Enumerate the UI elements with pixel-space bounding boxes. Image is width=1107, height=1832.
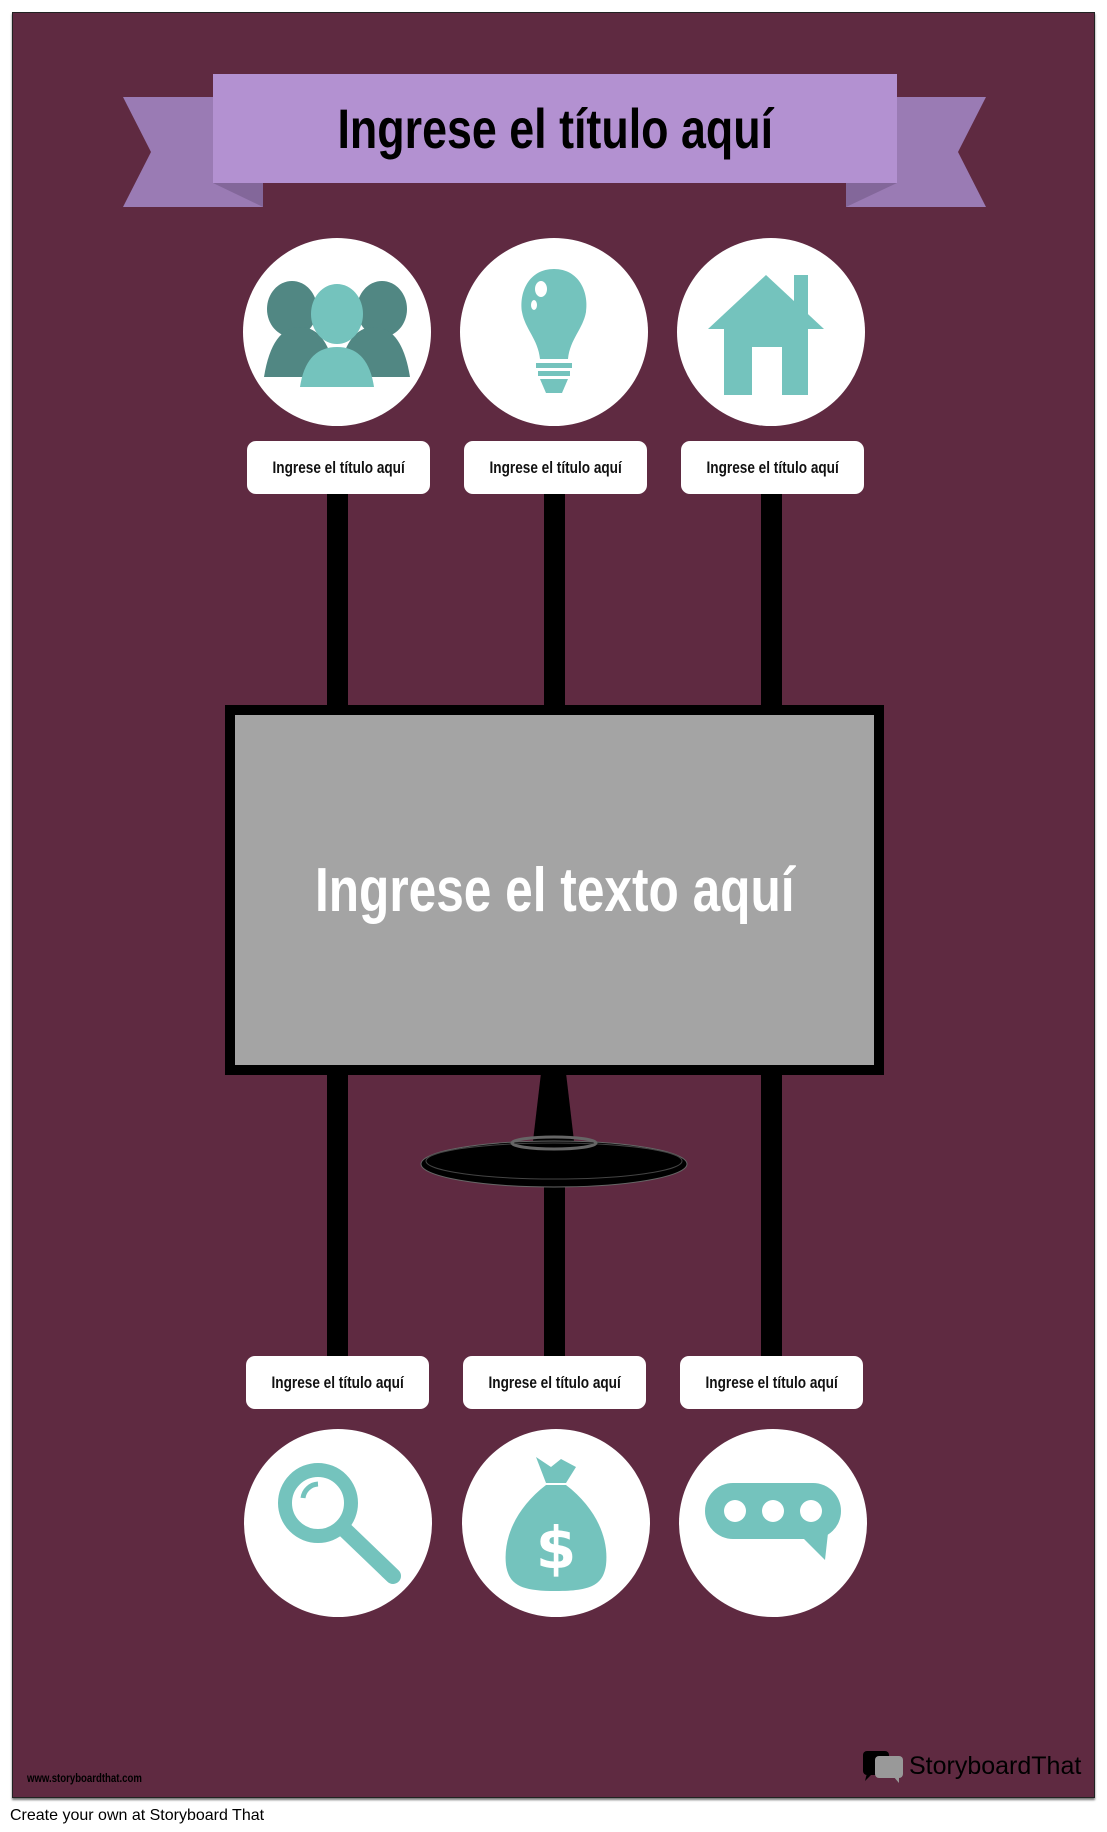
connector-bar bbox=[544, 1163, 565, 1367]
bottom-label-2[interactable]: Ingrese el título aquí bbox=[463, 1356, 646, 1409]
monitor-stand bbox=[420, 1073, 688, 1188]
label-text: Ingrese el título aquí bbox=[705, 1372, 838, 1392]
house-icon-circle bbox=[677, 238, 865, 426]
bottom-label-1[interactable]: Ingrese el título aquí bbox=[246, 1356, 429, 1409]
label-text: Ingrese el título aquí bbox=[271, 1372, 404, 1392]
lightbulb-icon-circle bbox=[460, 238, 648, 426]
chat-bubble-icon-circle bbox=[679, 1429, 867, 1617]
connector-bar bbox=[761, 1075, 782, 1367]
people-icon bbox=[264, 281, 410, 387]
connector-bar bbox=[327, 1075, 348, 1367]
connector-bar bbox=[327, 493, 348, 705]
title-banner: Ingrese el título aquí bbox=[213, 74, 897, 183]
top-label-1[interactable]: Ingrese el título aquí bbox=[247, 441, 430, 494]
monitor: Ingrese el texto aquí bbox=[225, 705, 884, 1075]
poster-canvas: Ingrese el título aquí bbox=[12, 12, 1095, 1798]
label-text: Ingrese el título aquí bbox=[489, 457, 622, 477]
watermark-url: www.storyboardthat.com bbox=[27, 1771, 142, 1785]
banner-title[interactable]: Ingrese el título aquí bbox=[337, 97, 773, 160]
top-label-2[interactable]: Ingrese el título aquí bbox=[464, 441, 647, 494]
lightbulb-icon bbox=[521, 269, 587, 393]
storyboardthat-logo: StoryboardThat bbox=[863, 1749, 1081, 1783]
speech-bubbles-icon bbox=[863, 1751, 903, 1783]
bottom-label-3[interactable]: Ingrese el título aquí bbox=[680, 1356, 863, 1409]
money-bag-icon: $ bbox=[505, 1457, 607, 1591]
magnifier-icon-circle bbox=[244, 1429, 432, 1617]
footer-text[interactable]: Create your own at Storyboard That bbox=[10, 1807, 265, 1824]
money-bag-icon-circle: $ bbox=[462, 1429, 650, 1617]
connector-bar bbox=[761, 493, 782, 705]
monitor-screen: Ingrese el texto aquí bbox=[235, 715, 874, 1065]
chat-bubble-icon bbox=[705, 1483, 841, 1560]
people-icon-circle bbox=[243, 238, 431, 426]
label-text: Ingrese el título aquí bbox=[272, 457, 405, 477]
house-icon bbox=[708, 275, 824, 395]
monitor-text[interactable]: Ingrese el texto aquí bbox=[314, 855, 795, 925]
magnifier-icon bbox=[278, 1463, 401, 1584]
label-text: Ingrese el título aquí bbox=[488, 1372, 621, 1392]
logo-text: StoryboardThat bbox=[909, 1751, 1082, 1780]
footer-link[interactable]: Create your own at Storyboard That bbox=[10, 1807, 264, 1825]
svg-text:$: $ bbox=[536, 1514, 576, 1582]
top-label-3[interactable]: Ingrese el título aquí bbox=[681, 441, 864, 494]
label-text: Ingrese el título aquí bbox=[706, 457, 839, 477]
connector-bar bbox=[544, 493, 565, 705]
